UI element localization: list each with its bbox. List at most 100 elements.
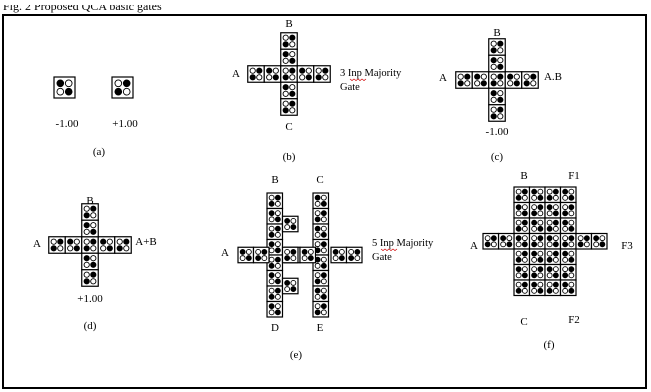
electron-dot-filled	[268, 210, 275, 217]
electron-dot-filled	[290, 286, 297, 293]
panel-b-qca-cell	[280, 81, 298, 100]
electron-dot-filled	[490, 47, 497, 54]
electron-dot-filled	[268, 200, 275, 207]
electron-dot-empty	[562, 235, 569, 242]
electron-dot-filled	[562, 210, 569, 217]
electron-dot-empty	[531, 266, 538, 273]
panel-f-qca-cell	[513, 263, 531, 281]
electron-dot-empty	[320, 247, 327, 254]
panel-d-qca-cell	[64, 236, 83, 254]
electron-dot-filled	[338, 255, 345, 262]
electron-dot-empty	[90, 212, 97, 219]
electron-dot-empty	[299, 74, 306, 81]
panel-b-qca-cell	[313, 65, 331, 83]
electron-dot-empty	[568, 188, 575, 195]
panel-f-qca-cell	[513, 232, 531, 250]
electron-dot-empty	[457, 73, 464, 80]
panel-c-input-top: B	[493, 27, 500, 39]
electron-dot-empty	[599, 235, 606, 242]
electron-dot-empty	[114, 79, 123, 88]
electron-dot-empty	[497, 57, 504, 64]
electron-dot-empty	[490, 40, 497, 47]
electron-dot-empty	[546, 272, 553, 279]
electron-dot-filled	[568, 204, 575, 211]
electron-dot-empty	[245, 248, 252, 255]
panel-e-gate-word-2: Inp	[380, 238, 394, 249]
electron-dot-filled	[500, 235, 507, 242]
electron-dot-empty	[552, 194, 559, 201]
electron-dot-empty	[305, 67, 312, 74]
electron-dot-filled	[521, 281, 528, 288]
electron-dot-empty	[307, 248, 314, 255]
electron-dot-filled	[83, 222, 90, 229]
electron-dot-empty	[568, 241, 575, 248]
electron-dot-empty	[531, 225, 538, 232]
electron-dot-filled	[57, 238, 64, 245]
electron-dot-empty	[123, 245, 130, 252]
electron-dot-filled	[268, 241, 275, 248]
electron-dot-filled	[122, 79, 131, 88]
electron-dot-empty	[282, 57, 289, 64]
panel-c-caption: (c)	[491, 151, 504, 163]
electron-dot-empty	[521, 256, 528, 263]
electron-dot-empty	[490, 106, 497, 113]
panel-a-caption: (a)	[93, 146, 106, 158]
electron-dot-empty	[274, 272, 281, 279]
electron-dot-filled	[90, 228, 97, 235]
electron-dot-filled	[568, 256, 575, 263]
electron-dot-filled	[320, 200, 327, 207]
electron-dot-filled	[546, 235, 553, 242]
electron-dot-empty	[266, 74, 273, 81]
panel-b-qca-cell	[247, 65, 265, 83]
electron-dot-filled	[562, 219, 569, 226]
panel-e-gate-label-line1: 5 Inp Majority	[372, 238, 434, 249]
electron-dot-empty	[515, 272, 522, 279]
electron-dot-empty	[289, 107, 296, 114]
panel-f-qca-cell	[544, 248, 562, 266]
electron-dot-empty	[537, 241, 544, 248]
panel-d-qca-cell	[81, 236, 99, 254]
electron-dot-empty	[261, 255, 268, 262]
electron-dot-empty	[497, 113, 504, 120]
panel-d-qca-cell	[81, 252, 99, 271]
electron-dot-filled	[530, 73, 537, 80]
electron-dot-filled	[497, 63, 504, 70]
panel-b-caption: (b)	[283, 151, 296, 163]
panel-c-output: A.B	[544, 71, 562, 83]
electron-dot-filled	[274, 256, 281, 263]
panel-e-qca-cell	[312, 223, 330, 241]
panel-e-gate-word-3: Majority	[397, 238, 434, 249]
electron-dot-empty	[268, 278, 275, 285]
panel-b-input-bottom: C	[285, 121, 292, 133]
panel-f-qca-cell	[590, 232, 608, 250]
electron-dot-empty	[513, 73, 520, 80]
electron-dot-empty	[568, 272, 575, 279]
electron-dot-empty	[521, 194, 528, 201]
panel-c-fixed-value: -1.00	[486, 126, 509, 138]
panel-b-qca-cell	[280, 48, 298, 67]
electron-dot-empty	[521, 235, 528, 242]
panel-f-qca-cell	[513, 217, 531, 235]
electron-dot-empty	[282, 34, 289, 41]
electron-dot-filled	[289, 67, 296, 74]
electron-dot-empty	[593, 241, 600, 248]
electron-dot-empty	[537, 250, 544, 257]
electron-dot-empty	[515, 219, 522, 226]
panel-e-qca-cell	[266, 269, 284, 287]
electron-dot-filled	[490, 90, 497, 97]
panel-e-qca-cell	[281, 246, 299, 264]
electron-dot-filled	[268, 303, 275, 310]
panel-c-qca-cell	[488, 87, 506, 106]
electron-dot-filled	[83, 255, 90, 262]
electron-dot-filled	[90, 261, 97, 268]
electron-dot-empty	[490, 73, 497, 80]
panel-d-qca-cell	[81, 269, 99, 287]
panel-f-qca-cell	[544, 279, 562, 297]
electron-dot-empty	[289, 74, 296, 81]
electron-dot-empty	[301, 255, 308, 262]
electron-dot-filled	[282, 107, 289, 114]
electron-dot-empty	[290, 217, 297, 224]
panel-f-qca-cell	[544, 201, 562, 219]
electron-dot-filled	[268, 272, 275, 279]
panel-e-caption: (e)	[290, 349, 303, 361]
